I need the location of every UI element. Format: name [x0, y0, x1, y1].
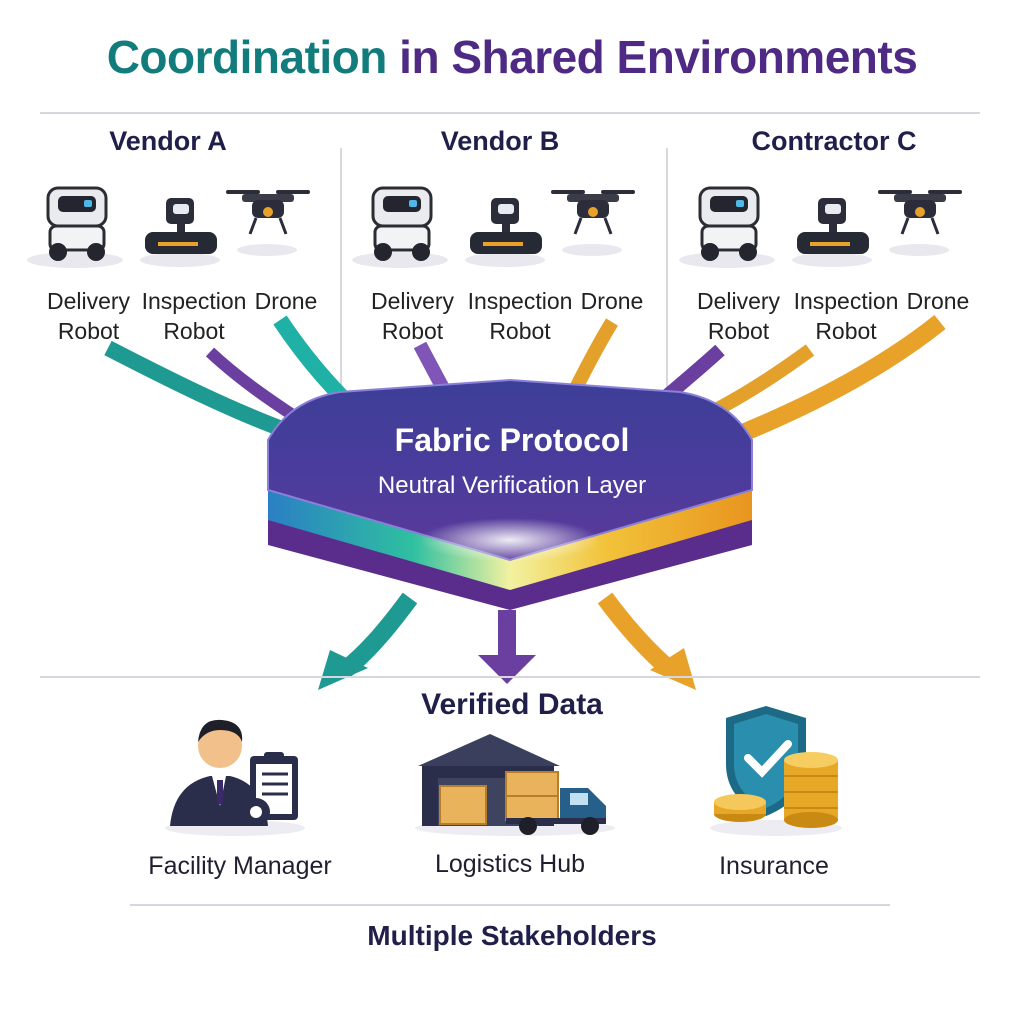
- drone-icon: [878, 190, 962, 235]
- verified-data-label: Verified Data: [421, 688, 603, 721]
- delivery-robot-icon: [371, 186, 433, 261]
- vendor-a-robots: [27, 186, 310, 268]
- vendor-b-robots: [352, 186, 635, 268]
- protocol-title: Fabric Protocol: [394, 422, 630, 458]
- inspection-robot-icon: [145, 198, 217, 254]
- fabric-protocol-layer: [267, 378, 753, 610]
- robot-label: Drone: [254, 288, 318, 314]
- stakeholder-label: Insurance: [719, 852, 829, 880]
- arrow-out: [498, 610, 516, 655]
- arrow-in: [708, 344, 815, 419]
- section-divider: [40, 676, 980, 678]
- arrow-out: [597, 592, 674, 675]
- column-divider: [666, 148, 668, 388]
- facility-manager-icon: [165, 719, 305, 836]
- inspection-robot-icon: [470, 198, 542, 254]
- coin-stack: [714, 752, 838, 828]
- delivery-robot-icon: [698, 186, 760, 261]
- warehouse-truck-icon: [415, 734, 615, 836]
- footer-label: Multiple Stakeholders: [367, 920, 657, 951]
- contractor-c-title: Contractor C: [751, 126, 917, 156]
- arrow-in: [104, 340, 293, 440]
- arrow-out-head: [650, 648, 696, 690]
- drone-icon: [226, 190, 310, 235]
- stakeholder-label: Logistics Hub: [434, 850, 586, 878]
- protocol-subtitle: Neutral Verification Layer: [377, 472, 647, 499]
- vendor-a-title: Vendor A: [109, 126, 227, 156]
- page-title: Coordination in Shared Environments: [106, 31, 918, 83]
- footer-divider: [130, 904, 890, 906]
- shield-coins-icon: [710, 706, 842, 836]
- inspection-robot-icon: [797, 198, 869, 254]
- contractor-c-robots: [679, 186, 962, 268]
- arrow-out-head: [318, 650, 368, 690]
- robot-label: Drone: [580, 288, 644, 314]
- drone-icon: [551, 190, 635, 235]
- delivery-robot-icon: [46, 186, 108, 261]
- arrow-in: [741, 314, 946, 441]
- title-divider: [40, 112, 980, 114]
- arrow-out-head: [478, 655, 536, 684]
- column-divider: [340, 148, 342, 388]
- robot-label: Drone: [906, 288, 970, 314]
- vendor-b-title: Vendor B: [440, 126, 560, 156]
- stakeholder-label: Facility Manager: [148, 852, 332, 880]
